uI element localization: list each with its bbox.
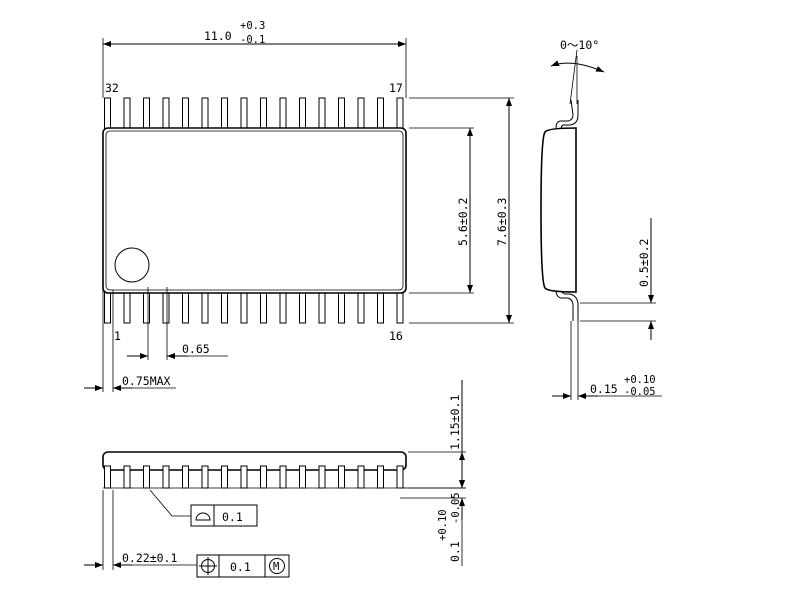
top-lead xyxy=(377,97,384,130)
standoff-nominal: 0.1 xyxy=(448,541,462,562)
standoff-tol-plus: +0.10 xyxy=(437,509,449,541)
position-symbol-icon xyxy=(199,557,217,575)
overall-height-label: 7.6±0.3 xyxy=(495,197,509,246)
bottom-lead xyxy=(221,291,228,324)
position-tolerance-value: 0.1 xyxy=(230,560,251,574)
lead-angle-label: 0〜10° xyxy=(560,38,599,52)
bottom-lead xyxy=(123,291,131,324)
position-tolerance-frame xyxy=(196,554,290,578)
angle-arc xyxy=(550,60,605,73)
front-lead xyxy=(318,465,326,489)
pin-label-32: 32 xyxy=(105,81,119,95)
bottom-lead xyxy=(338,291,345,324)
front-lead xyxy=(104,465,111,489)
package-body-inner-edge xyxy=(105,130,404,291)
top-lead xyxy=(221,97,228,130)
coplanarity-frame xyxy=(190,504,258,527)
mmc-modifier-icon xyxy=(269,558,285,574)
pin1-index-mark xyxy=(114,247,150,283)
front-view: 1.15±0.1 0.1 +0.10 -0.05 0.1 0.22±0.1 xyxy=(84,380,466,578)
thickness-nominal: 0.15 xyxy=(590,382,618,396)
bottom-leads xyxy=(104,291,404,324)
top-lead xyxy=(104,97,111,130)
front-lead xyxy=(299,465,306,489)
top-lead xyxy=(318,97,326,130)
bottom-lead xyxy=(260,291,267,324)
bottom-lead xyxy=(201,291,209,324)
front-lead xyxy=(162,465,170,489)
top-lead xyxy=(260,97,267,130)
top-view: 11.0 +0.3 -0.1 32 17 1 16 0.65 0.75MAX xyxy=(84,20,514,392)
top-lead xyxy=(279,97,287,130)
top-lead xyxy=(143,97,150,130)
bottom-lead xyxy=(396,291,404,324)
front-lead xyxy=(143,465,150,489)
standoff-tol-minus: -0.05 xyxy=(450,492,462,524)
bottom-lead xyxy=(104,291,111,324)
width-dim-tol-plus: +0.3 xyxy=(240,20,265,32)
front-lead xyxy=(279,465,287,489)
end-pitch-label: 0.75MAX xyxy=(122,374,171,388)
front-lead xyxy=(357,465,365,489)
front-lead xyxy=(221,465,228,489)
front-lead xyxy=(396,465,404,489)
pin-label-1: 1 xyxy=(114,329,121,343)
top-lead xyxy=(299,97,306,130)
thickness-tol-minus: -0.05 xyxy=(624,386,656,398)
bottom-lead xyxy=(143,291,150,324)
front-lead xyxy=(377,465,384,489)
bottom-lead xyxy=(279,291,287,324)
front-lead xyxy=(201,465,209,489)
top-lead xyxy=(182,97,189,130)
bottom-lead xyxy=(299,291,306,324)
thickness-tol-plus: +0.10 xyxy=(624,374,656,386)
pin-label-17: 17 xyxy=(389,81,403,95)
coplanarity-leader xyxy=(149,489,191,517)
bottom-lead xyxy=(162,291,170,324)
foot-length-label: 0.5±0.2 xyxy=(637,239,651,287)
side-body xyxy=(540,127,577,293)
front-body xyxy=(102,451,407,471)
bottom-lead xyxy=(377,291,384,324)
flatness-symbol-icon xyxy=(195,512,211,521)
top-lead xyxy=(201,97,209,130)
side-view: 0〜10° 0.5±0.2 0.15 +0.10 -0.05 xyxy=(540,38,662,400)
top-lead xyxy=(162,97,170,130)
package-body xyxy=(102,127,407,294)
top-lead xyxy=(357,97,365,130)
bottom-lead xyxy=(318,291,326,324)
front-lead xyxy=(260,465,267,489)
height-label: 1.15±0.1 xyxy=(448,395,462,450)
top-lead xyxy=(240,97,248,130)
coplanarity-value: 0.1 xyxy=(222,510,243,524)
front-lead xyxy=(338,465,345,489)
pitch-dim-label: 0.65 xyxy=(182,342,210,356)
bottom-lead xyxy=(182,291,189,324)
mmc-modifier-label: M xyxy=(273,561,279,573)
top-lead xyxy=(338,97,345,130)
front-lead xyxy=(240,465,248,489)
front-leads xyxy=(104,465,404,489)
width-dim-nominal: 11.0 xyxy=(204,29,232,43)
pin-label-16: 16 xyxy=(389,329,403,343)
top-lead xyxy=(123,97,131,130)
front-lead xyxy=(123,465,131,489)
bottom-lead xyxy=(240,291,248,324)
lead-width-label: 0.22±0.1 xyxy=(122,551,177,565)
bottom-lead xyxy=(357,291,365,324)
width-dim-tol-minus: -0.1 xyxy=(240,34,265,46)
top-leads xyxy=(104,97,404,130)
top-lead xyxy=(396,97,404,130)
front-lead xyxy=(182,465,189,489)
body-height-label: 5.6±0.2 xyxy=(456,198,470,246)
